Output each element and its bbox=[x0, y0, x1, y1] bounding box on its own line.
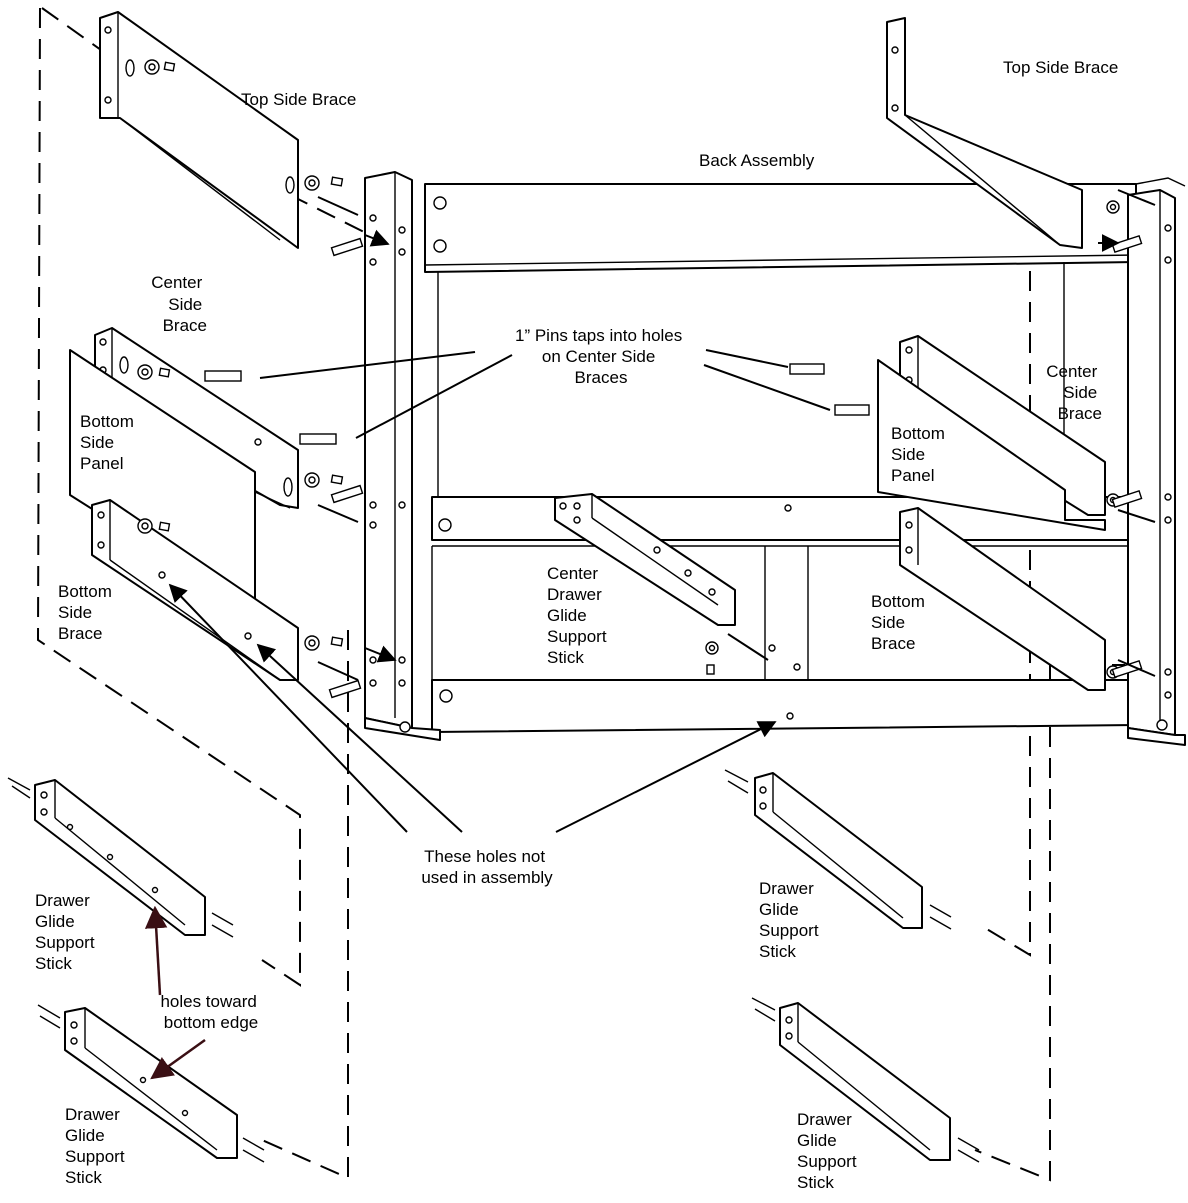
right-bottom-side-panel bbox=[877, 359, 1106, 531]
label-center-drawer-glide: Center Drawer Glide Support Stick bbox=[547, 564, 611, 667]
right-top-side-brace bbox=[886, 17, 1083, 249]
label-pins-note: 1” Pins taps into holes on Center Side B… bbox=[515, 326, 687, 387]
leader-lines bbox=[144, 229, 1120, 1080]
right-post bbox=[1127, 177, 1186, 746]
right-drawer-glide-stick-upper bbox=[724, 769, 952, 930]
hardware bbox=[158, 61, 1156, 699]
center-drawer-glide-support-stick bbox=[554, 493, 736, 626]
label-holes-not-used: These holes not used in assembly bbox=[421, 847, 553, 887]
label-bottom-side-panel-right: Bottom Side Panel bbox=[891, 424, 950, 485]
label-bottom-side-brace-left: Bottom Side Brace bbox=[58, 582, 117, 643]
label-back-assembly: Back Assembly bbox=[699, 151, 815, 170]
label-holes-toward-bottom: holes toward bottom edge bbox=[160, 992, 261, 1032]
label-drawer-glide-right-lower: Drawer Glide Support Stick bbox=[797, 1110, 861, 1192]
assembly-guide-lines bbox=[36, 7, 1128, 1182]
left-drawer-glide-stick-lower bbox=[37, 1004, 265, 1163]
left-post bbox=[364, 171, 441, 741]
left-top-side-brace bbox=[99, 11, 299, 249]
label-center-side-brace-left: Center Side Brace bbox=[151, 273, 207, 335]
label-center-side-brace-right: Center Side Brace bbox=[1046, 362, 1102, 423]
right-bottom-side-brace bbox=[899, 507, 1106, 691]
label-drawer-glide-left-upper: Drawer Glide Support Stick bbox=[35, 891, 99, 973]
right-drawer-glide-stick-lower bbox=[751, 997, 980, 1163]
labels: Top Side Brace Top Side Brace Back Assem… bbox=[35, 58, 1118, 1192]
left-bottom-side-brace bbox=[91, 499, 299, 681]
label-top-side-brace-left: Top Side Brace bbox=[241, 90, 356, 109]
label-bottom-side-panel-left: Bottom Side Panel bbox=[80, 412, 139, 473]
label-top-side-brace-right: Top Side Brace bbox=[1003, 58, 1118, 77]
label-drawer-glide-right-upper: Drawer Glide Support Stick bbox=[759, 879, 823, 961]
label-bottom-side-brace-right: Bottom Side Brace bbox=[871, 592, 930, 653]
label-drawer-glide-left-lower: Drawer Glide Support Stick bbox=[65, 1105, 129, 1187]
